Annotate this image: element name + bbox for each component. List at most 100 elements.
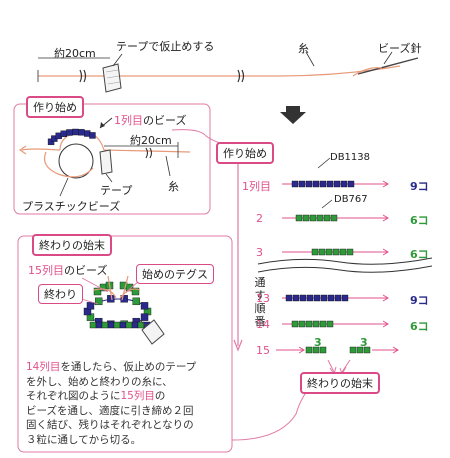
arrow-head (382, 180, 389, 188)
bead (323, 214, 331, 222)
bead (349, 346, 357, 354)
bead (332, 248, 340, 256)
bead (363, 346, 371, 354)
row-label-1: 1列目 (242, 180, 271, 193)
bead-code-db767: DB767 (334, 194, 368, 205)
bead (86, 302, 95, 310)
row-threads (276, 180, 399, 354)
row15-left-count: 3 (314, 336, 322, 349)
bead (333, 180, 341, 188)
row15-bead-label: 15列目のビーズ (28, 264, 108, 277)
bead (339, 248, 347, 256)
beaded-ring-beads (83, 281, 152, 329)
bead (131, 287, 140, 296)
arrow-head (382, 294, 389, 302)
top-thread (38, 65, 401, 77)
bead-code-db1138: DB1138 (330, 152, 371, 163)
bead (305, 320, 313, 328)
bead (132, 297, 140, 306)
bead (298, 180, 306, 188)
bead (313, 294, 321, 302)
row-label-3: 3 (256, 246, 263, 259)
bead (346, 248, 354, 256)
row-count-1: 9コ (410, 180, 429, 193)
bead (312, 180, 320, 188)
arrow-head (382, 320, 389, 328)
bead (312, 320, 320, 328)
bead (125, 283, 134, 292)
bead (78, 129, 85, 136)
bead (95, 297, 103, 306)
bead (291, 180, 299, 188)
first-row-beads (47, 128, 96, 146)
bead (319, 180, 327, 188)
bead (302, 214, 310, 222)
bead (327, 294, 335, 302)
row-count-2: 6コ (410, 214, 429, 227)
row-count-13: 9コ (410, 294, 429, 307)
top-tape-label: テープで仮止めする (116, 40, 215, 53)
bead (305, 180, 313, 188)
panel-tape-icon (99, 149, 113, 175)
end-panel-title: 終わりの始末 (32, 234, 112, 256)
bead (95, 321, 103, 329)
plastic-bead-icon (58, 143, 94, 179)
bead (356, 346, 364, 354)
top-length-label: 約20cm (54, 47, 96, 60)
row-count-14: 6コ (410, 320, 429, 333)
bead (318, 248, 326, 256)
down-arrow-icon (280, 106, 306, 124)
start-tegusu-label: 始めのテグス (136, 264, 214, 284)
break-wave (257, 265, 433, 273)
order-vertical-label: 通 す 順 番 (254, 276, 266, 328)
removed-tape-icon (141, 319, 165, 345)
start-length-label: 約20cm (130, 134, 172, 147)
bead (319, 346, 327, 354)
row-label-2: 2 (256, 212, 263, 225)
bead (312, 346, 320, 354)
right-start-label: 作り始め (216, 142, 274, 164)
row15-right-count: 3 (360, 336, 368, 349)
row-label-13: 13 (256, 292, 270, 305)
first-row-bead-label: 1列目のビーズ (114, 112, 186, 128)
bead (125, 321, 133, 329)
break-mark-icon (79, 69, 87, 83)
bead (120, 295, 128, 303)
bead (305, 346, 313, 354)
bead (107, 321, 115, 329)
bead (326, 180, 334, 188)
bead (93, 287, 102, 296)
arrow-head (382, 214, 389, 222)
bead (319, 320, 327, 328)
break-mark-icon (237, 69, 245, 83)
bead (47, 138, 55, 146)
bead (60, 130, 67, 138)
row-label-15: 15 (256, 344, 270, 357)
break-wave (257, 257, 433, 265)
first-row-label: 1列目 (114, 114, 143, 127)
plastic-bead-label: プラスチックビーズ (22, 200, 121, 213)
bead (316, 214, 324, 222)
arrow-head (382, 248, 389, 256)
row-count-3: 6コ (410, 248, 429, 261)
bead (291, 320, 299, 328)
bead (341, 294, 349, 302)
bead (326, 320, 334, 328)
end-instructions: 14列目を通したら、仮止めのテープ を外し、始めと終わりの糸に、 それぞれ図のよ… (26, 361, 197, 446)
arrow-head (392, 346, 399, 354)
bead (295, 214, 303, 222)
bead (330, 214, 338, 222)
top-thread-label: 糸 (298, 42, 309, 55)
bead (340, 180, 348, 188)
bead (72, 128, 79, 136)
bead (334, 294, 342, 302)
bead (285, 294, 293, 302)
right-end-label: 終わりの始末 (300, 372, 380, 394)
end-panel-frame (17, 235, 233, 453)
arrow-head (298, 346, 305, 354)
tape-icon (102, 63, 122, 93)
bead (309, 214, 317, 222)
start-panel-title: 作り始め (26, 96, 84, 118)
bead (89, 321, 97, 329)
